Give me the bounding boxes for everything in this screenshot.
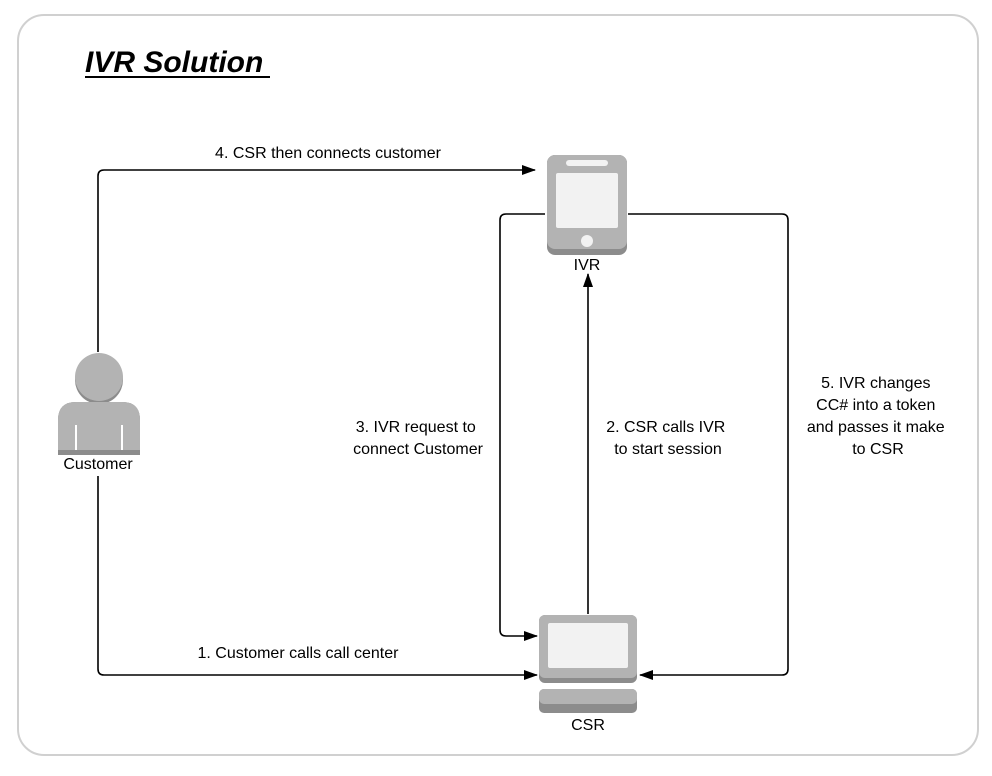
- edge-step1-label: 1. Customer calls call center: [198, 645, 400, 662]
- ivr-label: IVR: [574, 257, 601, 274]
- csr-node: CSR: [539, 615, 637, 734]
- edge-step5-line: 5. IVR changes: [821, 375, 930, 392]
- edge-step5-line: and passes it make: [807, 419, 945, 436]
- desktop-computer-icon: [539, 615, 637, 713]
- customer-node: Customer: [58, 353, 140, 473]
- edge-step2-line: 2. CSR calls IVR: [606, 419, 725, 436]
- edge-step2-label: 2. CSR calls IVR to start session: [606, 419, 730, 458]
- edge-step3: [499, 213, 545, 641]
- edge-step1: [97, 476, 538, 680]
- edge-step5-label: 5. IVR changes CC# into a token and pass…: [807, 375, 949, 458]
- edge-step4-label: 4. CSR then connects customer: [215, 145, 442, 162]
- csr-label: CSR: [571, 717, 605, 734]
- edge-step3-line: connect Customer: [353, 441, 484, 458]
- edge-step3-label: 3. IVR request to connect Customer: [353, 419, 484, 458]
- page-title: IVR Solution: [85, 46, 263, 79]
- ivr-node: IVR: [547, 155, 627, 274]
- edge-step5-line: to CSR: [852, 441, 904, 458]
- edge-step2-line: to start session: [614, 441, 722, 458]
- diagram-frame: [17, 14, 979, 756]
- edge-step4: [97, 165, 536, 352]
- customer-label: Customer: [63, 456, 133, 473]
- edge-step3-line: 3. IVR request to: [356, 419, 476, 436]
- edge-step5-line: CC# into a token: [816, 397, 935, 414]
- person-icon: [58, 353, 140, 455]
- edge-step5: [628, 213, 789, 680]
- mobile-phone-icon: [547, 155, 627, 255]
